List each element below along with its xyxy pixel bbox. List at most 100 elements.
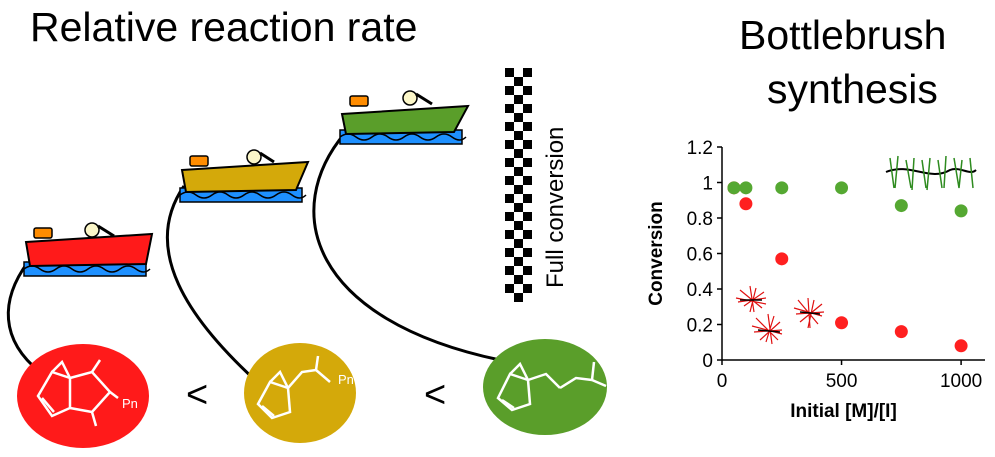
data-point-series-1 <box>727 181 741 195</box>
boat-green <box>339 90 470 145</box>
flag-square <box>523 122 532 131</box>
group-label-yellow: Pn <box>338 372 354 387</box>
group-label-green: Pn <box>608 372 624 387</box>
data-point-series-0 <box>739 197 753 211</box>
light <box>349 95 369 107</box>
flag-square <box>523 284 532 293</box>
x-tick-label: 500 <box>826 371 858 392</box>
boat-red <box>23 222 154 277</box>
y-tick-label: 0 <box>702 351 713 372</box>
hull <box>24 232 154 268</box>
flag-square <box>505 194 514 203</box>
boat-yellow <box>179 149 310 203</box>
flag-square <box>505 68 514 77</box>
monomer-green: Pn <box>483 339 624 435</box>
tow-rope-yellow <box>165 185 257 382</box>
brush-illustrations <box>735 155 977 345</box>
y-tick-label: 1.2 <box>687 138 713 159</box>
flag-square <box>505 122 514 131</box>
less-than-1: < <box>186 374 209 416</box>
flag-square <box>523 212 532 221</box>
flag-square <box>514 275 523 284</box>
data-point-series-0 <box>775 252 789 266</box>
chart-points <box>727 181 968 353</box>
flag-square <box>523 158 532 167</box>
right-title-line1: Bottlebrush <box>739 12 947 58</box>
driver <box>246 149 262 165</box>
flag-square <box>523 140 532 149</box>
flag-square <box>514 293 523 302</box>
light <box>189 155 209 167</box>
tow-rope-red <box>6 261 41 374</box>
data-point-series-1 <box>835 181 849 195</box>
flag-square <box>505 284 514 293</box>
flag-square <box>523 86 532 95</box>
monomer-yellow: Pn <box>244 343 356 443</box>
flag-square <box>514 185 523 194</box>
flag-square <box>514 167 523 176</box>
x-tick-label: 0 <box>717 371 728 392</box>
y-tick-label: 0.6 <box>687 245 713 266</box>
group-label-red: Pn <box>122 396 138 411</box>
structure-green <box>496 361 607 412</box>
data-point-series-1 <box>894 199 908 213</box>
y-tick-label: 0.8 <box>687 209 713 230</box>
finish-line-flag <box>505 68 532 302</box>
x-tick-label: 1000 <box>940 371 982 392</box>
flag-square <box>523 230 532 239</box>
flag-square <box>523 266 532 275</box>
bottlebrush-linear-green <box>885 155 977 191</box>
monomer-red: Pn <box>17 344 149 448</box>
bottlebrush-globular-red-1 <box>735 285 767 313</box>
hull <box>340 104 470 136</box>
data-point-series-1 <box>775 181 789 195</box>
data-point-series-1 <box>954 204 968 218</box>
flag-square <box>523 68 532 77</box>
bottlebrush-globular-red-3 <box>793 297 825 329</box>
flag-square <box>514 221 523 230</box>
driver <box>84 222 100 238</box>
flag-square <box>505 104 514 113</box>
y-tick-label: 0.4 <box>687 280 714 301</box>
left-title: Relative reaction rate <box>30 4 418 50</box>
flag-square <box>505 212 514 221</box>
flag-square <box>514 95 523 104</box>
right-title-line2: synthesis <box>767 66 938 112</box>
flag-square <box>505 158 514 167</box>
x-axis-label: Initial [M]/[I] <box>790 401 897 422</box>
data-point-series-0 <box>954 339 968 353</box>
flag-square <box>523 176 532 185</box>
flag-square <box>514 77 523 86</box>
data-point-series-0 <box>894 325 908 339</box>
flag-square <box>514 149 523 158</box>
flag-square <box>514 131 523 140</box>
driver <box>402 90 418 106</box>
light <box>33 227 53 239</box>
structure-red <box>36 359 119 427</box>
hull <box>180 160 310 194</box>
flag-square <box>505 266 514 275</box>
flag-square <box>523 248 532 257</box>
flag-square <box>505 230 514 239</box>
flag-square <box>514 203 523 212</box>
flag-square <box>523 104 532 113</box>
data-point-series-1 <box>739 181 753 195</box>
y-tick-label: 1 <box>702 174 713 195</box>
flag-square <box>505 86 514 95</box>
structure-yellow <box>256 355 331 420</box>
tow-rope-green <box>312 132 501 362</box>
flag-square <box>505 140 514 149</box>
flag-square <box>505 176 514 185</box>
less-than-2: < <box>424 374 447 416</box>
y-axis-label: Conversion <box>646 201 667 306</box>
flag-square <box>505 248 514 257</box>
flag-square <box>514 257 523 266</box>
data-point-series-0 <box>835 316 849 330</box>
flag-square <box>514 239 523 248</box>
bottlebrush-globular-red-2 <box>751 313 783 345</box>
flag-square <box>514 113 523 122</box>
